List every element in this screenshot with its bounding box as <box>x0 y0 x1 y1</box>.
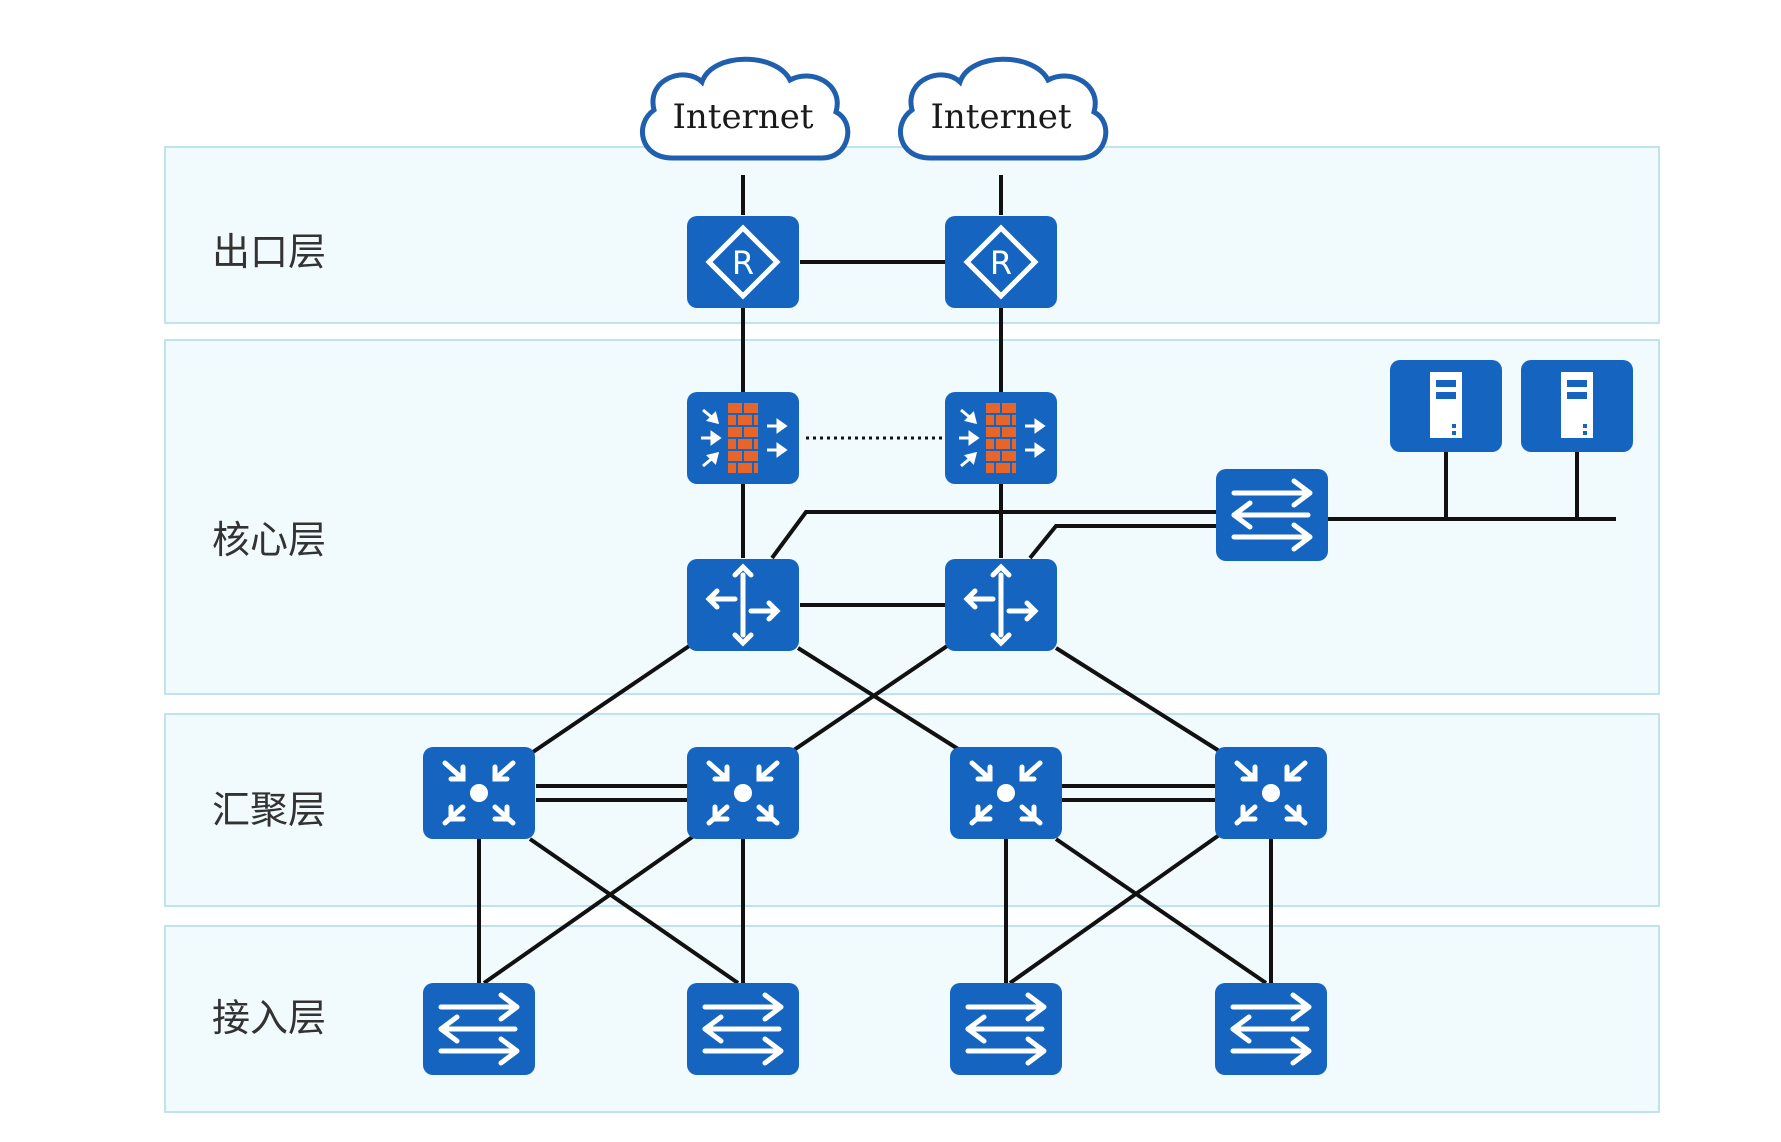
firewall-icon[interactable] <box>943 390 1059 486</box>
core-layer-label: 核心层 <box>212 518 326 562</box>
aggregation-switch-icon[interactable] <box>950 747 1062 839</box>
aggregation-switch-icon[interactable] <box>423 747 535 839</box>
access-switch-icon[interactable] <box>687 983 799 1075</box>
firewall-icon[interactable] <box>685 390 801 486</box>
internet-cloud-2: Internet <box>897 56 1109 161</box>
core-switch-icon[interactable] <box>945 559 1057 651</box>
links <box>477 175 1616 985</box>
internet-cloud-1: Internet <box>639 56 851 161</box>
access-layer-label: 接入层 <box>212 996 326 1040</box>
internet-cloud-icon <box>897 56 1109 161</box>
exit-layer-label: 出口层 <box>212 230 326 274</box>
access-switch-icon[interactable] <box>950 983 1062 1075</box>
aggregation-layer-band <box>164 713 1660 907</box>
core-switch-icon[interactable] <box>687 559 799 651</box>
exit-layer-band <box>164 146 1660 324</box>
router-icon[interactable] <box>687 216 799 308</box>
server-icon[interactable] <box>1521 360 1633 452</box>
router-icon[interactable] <box>945 216 1057 308</box>
internet-cloud-label: Internet <box>930 97 1071 137</box>
access-switch-icon[interactable] <box>1215 983 1327 1075</box>
internet-cloud-icon <box>639 56 851 161</box>
internet-cloud-label: Internet <box>672 97 813 137</box>
aggregation-switch-icon[interactable] <box>1215 747 1327 839</box>
datacenter-switch-icon[interactable] <box>1216 469 1328 561</box>
aggregation-layer-label: 汇聚层 <box>212 788 326 832</box>
access-switch-icon[interactable] <box>423 983 535 1075</box>
aggregation-switch-icon[interactable] <box>687 747 799 839</box>
layer-bands <box>164 146 1660 1113</box>
server-icon[interactable] <box>1390 360 1502 452</box>
access-layer-band <box>164 925 1660 1113</box>
